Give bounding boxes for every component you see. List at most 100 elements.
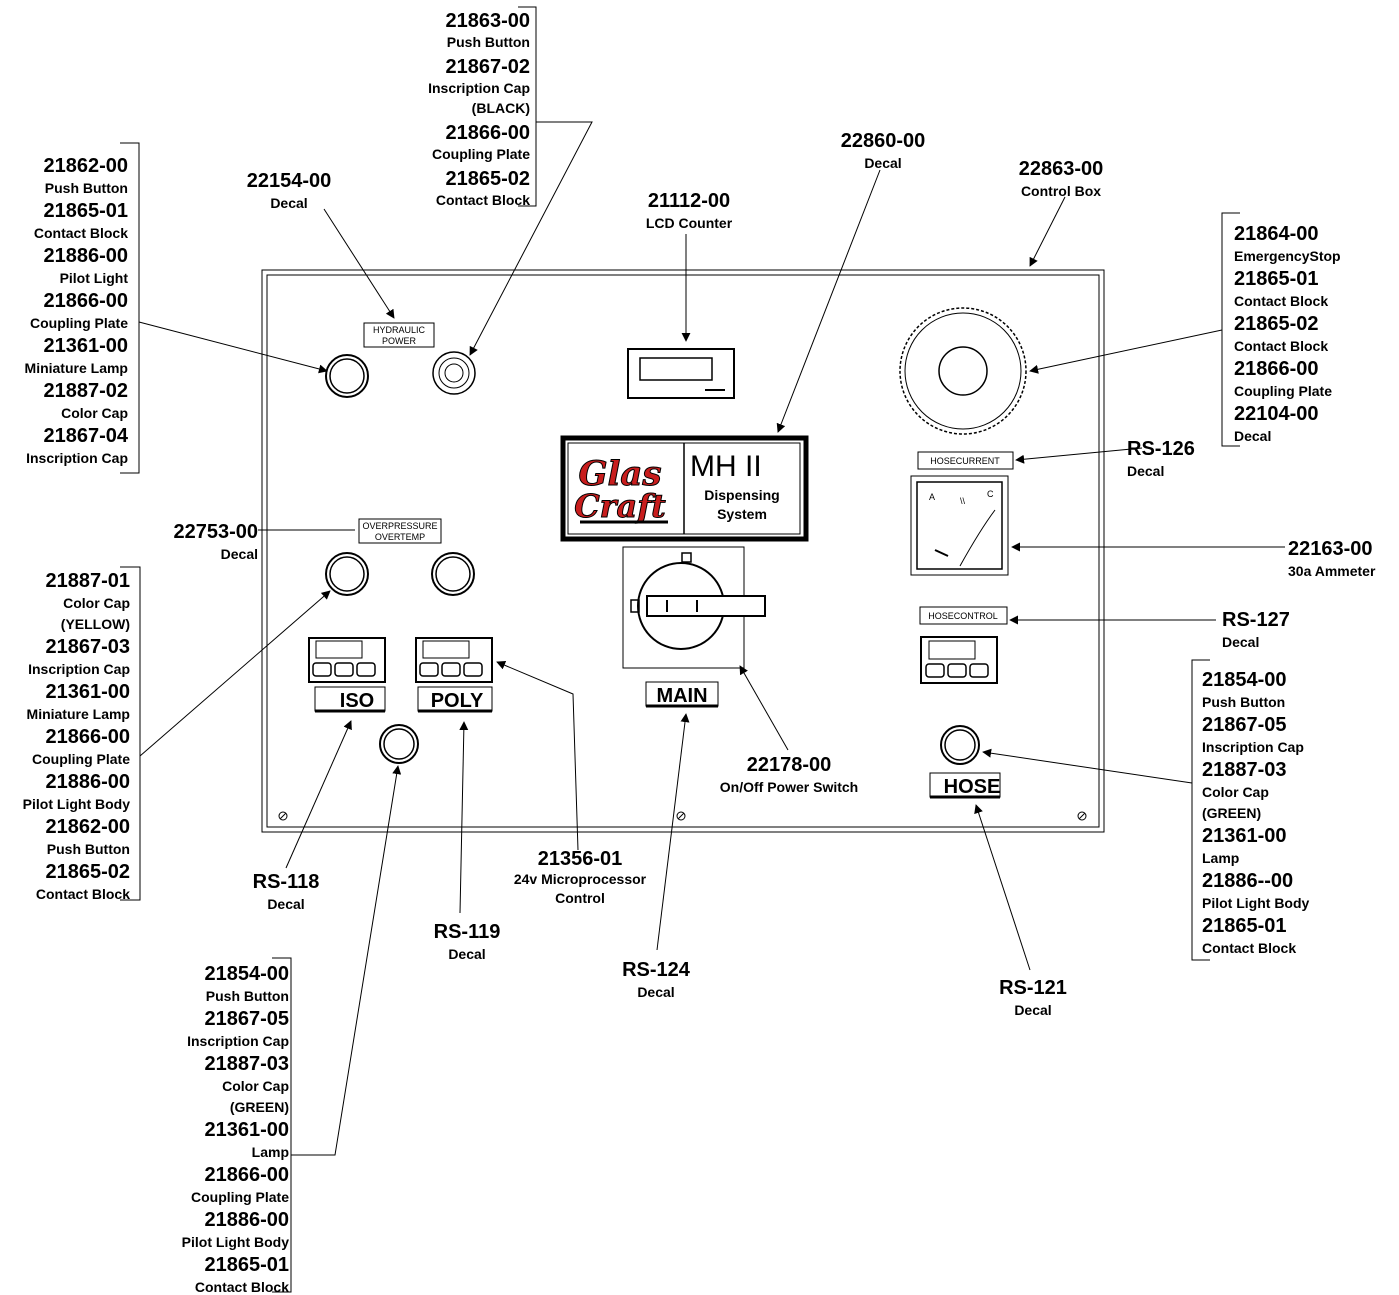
part-description: (YELLOW) [61,616,130,632]
part-description: Contact Block [34,225,128,241]
part-number: 22860-00 [841,130,926,152]
part-description: Contact Block [195,1279,289,1295]
part-number: 21865-01 [1202,915,1287,937]
part-description: Decal [637,984,674,1000]
part-number: 21356-01 [538,848,623,870]
svg-text:HOSECONTROL: HOSECONTROL [928,611,998,621]
overpressure-pilot-light[interactable] [325,552,369,596]
part-description: Contact Block [1234,338,1328,354]
part-number: 21866-00 [1234,358,1319,380]
part-description: Contact Block [1202,940,1296,956]
part-number: 21865-01 [1234,268,1319,290]
iso-microprocessor-control [308,637,386,683]
svg-text:POWER: POWER [382,336,417,346]
part-number: 22163-00 [1288,538,1373,560]
hydraulic-pilot-light[interactable] [325,354,369,398]
poly-push-button[interactable] [379,724,419,764]
part-number: 21865-02 [1234,313,1319,335]
glascraft-logo: Glas [578,454,661,494]
control-box-panel [261,269,1105,833]
part-description: (GREEN) [1202,805,1261,821]
main-power-switch[interactable] [622,546,766,669]
ammeter: A \\ C [910,475,1009,576]
part-number: 21887-03 [204,1053,289,1075]
part-description: Push Button [47,841,130,857]
part-description: Decal [1222,634,1259,650]
leader-lines [120,6,1285,1293]
part-number: 21865-02 [45,861,130,883]
part-number: 21867-03 [45,636,130,658]
hose-decal: HOSE [929,772,1001,799]
part-description: Contact Block [1234,293,1328,309]
part-description: 30a Ammeter [1288,563,1376,579]
part-description: Contact Block [436,192,530,208]
hose-push-button[interactable] [940,725,980,765]
part-description: Push Button [447,34,530,50]
hydraulic-push-button[interactable] [432,351,476,395]
part-number: 21361-00 [1202,825,1287,847]
part-description: 24v Microprocessor [514,871,647,887]
part-description: Decal [1127,463,1164,479]
part-number: 21887-02 [43,380,128,402]
svg-text:System: System [717,506,767,522]
part-description: Pilot Light Body [182,1234,290,1250]
part-number: 22863-00 [1019,158,1104,180]
part-description: Inscription Cap [187,1033,289,1049]
part-number: RS-118 [253,871,320,893]
iso-decal: ISO [314,686,386,713]
part-description: Pilot Light [60,270,129,286]
glascraft-logo-line2: Craft [574,487,666,525]
part-number: 21862-00 [45,816,130,838]
part-description: Push Button [206,988,289,1004]
part-description: Decal [267,896,304,912]
hose-current-decal: HOSECURRENT [917,451,1014,470]
part-description: Pilot Light Body [23,796,131,812]
part-description: Push Button [1202,694,1285,710]
part-number: 21886--00 [1202,870,1293,892]
part-description: Contact Block [36,886,130,902]
overpressure-decal: OVERPRESSURE OVERTEMP [358,518,442,544]
part-description: Control Box [1021,183,1101,199]
part-description: Inscription Cap [26,450,128,466]
panel-screw [278,811,288,821]
part-number: 21887-03 [1202,759,1287,781]
part-description: Inscription Cap [1202,739,1304,755]
svg-text:A: A [929,492,935,502]
part-description: Lamp [1202,850,1239,866]
hose-control-decal: HOSECONTROL [919,606,1008,625]
part-description: Push Button [45,180,128,196]
part-description: Coupling Plate [191,1189,289,1205]
emergency-stop-button[interactable] [899,307,1027,435]
part-description: Decal [448,946,485,962]
part-number: 21886-00 [43,245,128,267]
svg-text:HOSE: HOSE [944,776,1001,798]
part-description: Inscription Cap [428,80,530,96]
part-number: 21866-00 [45,726,130,748]
part-number: 21867-05 [204,1008,289,1030]
svg-text:C: C [987,489,994,499]
part-description: Color Cap [61,405,128,421]
svg-text:Dispensing: Dispensing [704,487,779,503]
part-description: Decal [221,546,258,562]
part-number: 22753-00 [173,521,258,543]
part-description: LCD Counter [646,215,733,231]
part-number: RS-121 [999,977,1067,999]
part-number: 21887-01 [45,570,130,592]
part-number: RS-124 [622,959,691,981]
overtemp-pilot-light[interactable] [431,552,475,596]
main-decal: MAIN [645,681,719,708]
part-description: (GREEN) [230,1099,289,1115]
